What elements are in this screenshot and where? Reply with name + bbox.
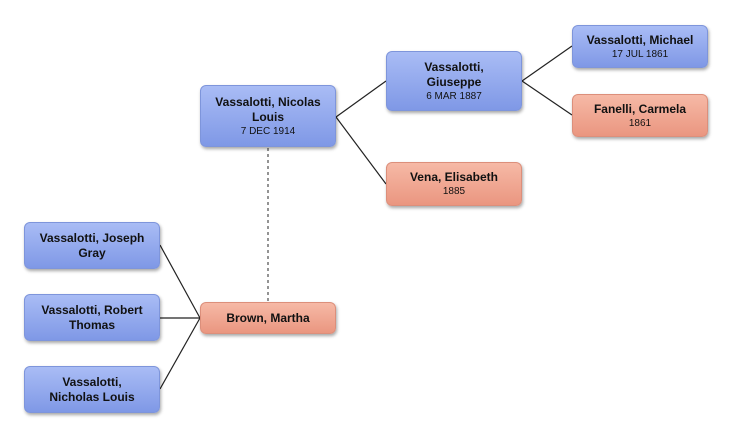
person-nicolas-louis[interactable]: Vassalotti, Nicolas Louis 7 DEC 1914 — [200, 85, 336, 147]
person-joseph-gray[interactable]: Vassalotti, Joseph Gray — [24, 222, 160, 269]
person-carmela[interactable]: Fanelli, Carmela 1861 — [572, 94, 708, 137]
person-martha[interactable]: Brown, Martha — [200, 302, 336, 334]
person-date: 1861 — [628, 117, 652, 129]
person-name: Vassalotti, Michael — [586, 32, 694, 47]
person-michael[interactable]: Vassalotti, Michael 17 JUL 1861 — [572, 25, 708, 68]
line-nicolas-elisabeth — [335, 116, 387, 185]
person-name: Brown, Martha — [226, 310, 310, 325]
person-nicholas-louis[interactable]: Vassalotti, Nicholas Louis — [24, 366, 160, 413]
line-giuseppe-michael — [521, 45, 573, 82]
person-name: Vassalotti, Robert Thomas — [41, 302, 143, 332]
line-joseph-martha — [159, 244, 201, 319]
person-date: 1885 — [442, 186, 466, 197]
line-nicholas-martha — [159, 317, 201, 390]
person-name: Vassalotti, Nicholas Louis — [49, 374, 135, 404]
person-name: Vassalotti, Nicolas Louis — [215, 94, 321, 124]
person-name: Fanelli, Carmela — [593, 101, 687, 116]
person-date: 6 MAR 1887 — [426, 90, 482, 102]
person-giuseppe[interactable]: Vassalotti, Giuseppe 6 MAR 1887 — [386, 51, 522, 111]
line-nicolas-giuseppe — [335, 80, 387, 118]
person-name: Vassalotti, Giuseppe — [424, 59, 484, 89]
line-giuseppe-carmela — [521, 80, 573, 116]
person-name: Vassalotti, Joseph Gray — [39, 230, 145, 260]
person-robert-thomas[interactable]: Vassalotti, Robert Thomas — [24, 294, 160, 341]
person-date: 7 DEC 1914 — [240, 125, 296, 137]
person-name: Vena, Elisabeth — [409, 170, 499, 184]
person-date: 17 JUL 1861 — [611, 48, 669, 60]
person-elisabeth[interactable]: Vena, Elisabeth 1885 — [386, 162, 522, 206]
